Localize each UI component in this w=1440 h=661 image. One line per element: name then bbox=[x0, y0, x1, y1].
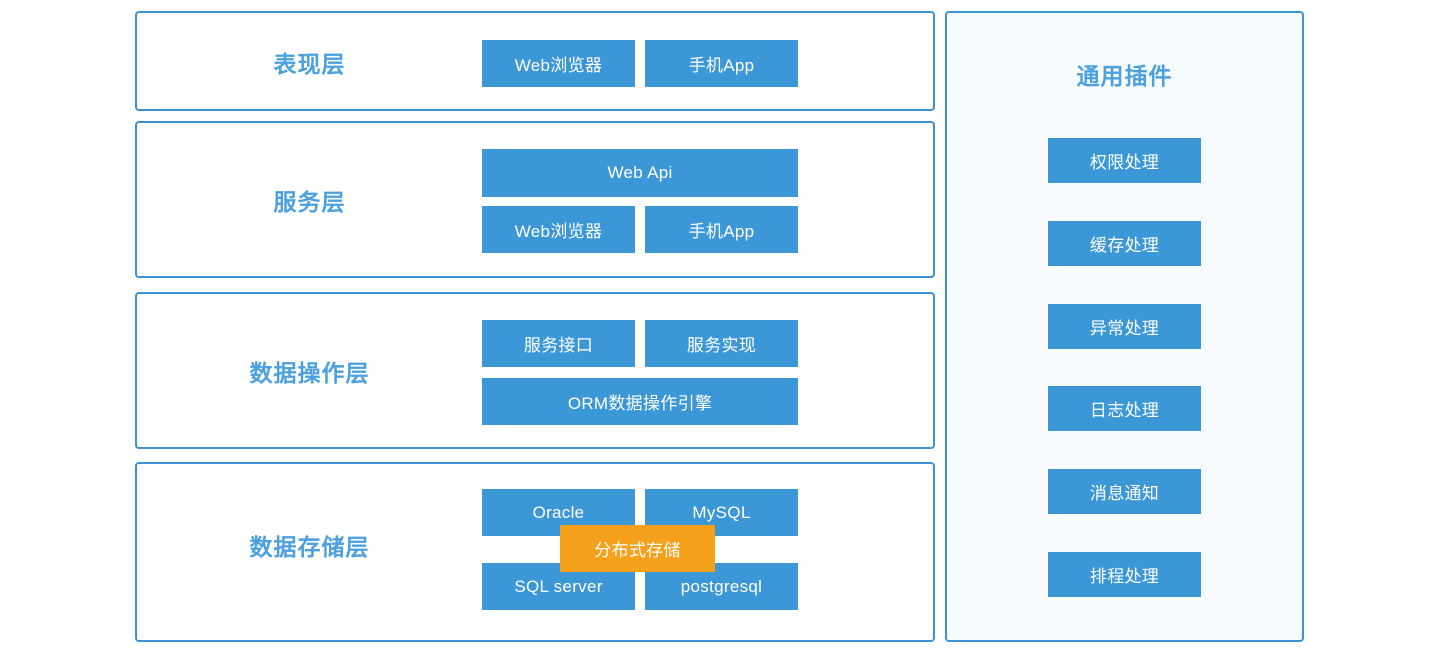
layer-label-service: 服务层 bbox=[273, 189, 346, 215]
node-mobile-app-presentation[interactable]: 手机App bbox=[645, 40, 798, 87]
plugin-item-scheduling[interactable]: 排程处理 bbox=[1048, 552, 1201, 597]
node-web-browser-presentation[interactable]: Web浏览器 bbox=[482, 40, 635, 87]
plugin-item-exception[interactable]: 异常处理 bbox=[1048, 304, 1201, 349]
node-mobile-app-service[interactable]: 手机App bbox=[645, 206, 798, 253]
node-oracle[interactable]: Oracle bbox=[482, 489, 635, 536]
plugin-item-cache[interactable]: 缓存处理 bbox=[1048, 221, 1201, 266]
plugin-item-permission[interactable]: 权限处理 bbox=[1048, 138, 1201, 183]
node-sql-server[interactable]: SQL server bbox=[482, 563, 635, 610]
plugins-panel: 通用插件 权限处理 缓存处理 异常处理 日志处理 消息通知 排程处理 bbox=[945, 11, 1304, 642]
node-orm-engine[interactable]: ORM数据操作引擎 bbox=[482, 378, 798, 425]
layer-panel-data-operation: 数据操作层 服务接口 服务实现 ORM数据操作引擎 bbox=[135, 292, 935, 449]
node-service-interface[interactable]: 服务接口 bbox=[482, 320, 635, 367]
layer-label-presentation: 表现层 bbox=[273, 51, 346, 77]
node-web-api[interactable]: Web Api bbox=[482, 149, 798, 197]
layer-panel-presentation: 表现层 Web浏览器 手机App bbox=[135, 11, 935, 111]
layer-panel-data-storage: 数据存储层 Oracle MySQL SQL server postgresql… bbox=[135, 462, 935, 642]
node-web-browser-service[interactable]: Web浏览器 bbox=[482, 206, 635, 253]
layer-panel-service: 服务层 Web Api Web浏览器 手机App bbox=[135, 121, 935, 278]
node-distributed-storage[interactable]: 分布式存储 bbox=[560, 525, 715, 572]
plugin-item-logging[interactable]: 日志处理 bbox=[1048, 386, 1201, 431]
node-postgresql[interactable]: postgresql bbox=[645, 563, 798, 610]
node-service-implementation[interactable]: 服务实现 bbox=[645, 320, 798, 367]
layer-label-data-storage: 数据存储层 bbox=[249, 534, 370, 560]
plugin-item-message-notification[interactable]: 消息通知 bbox=[1048, 469, 1201, 514]
layer-label-data-operation: 数据操作层 bbox=[249, 360, 370, 386]
plugins-panel-title: 通用插件 bbox=[1076, 63, 1173, 89]
